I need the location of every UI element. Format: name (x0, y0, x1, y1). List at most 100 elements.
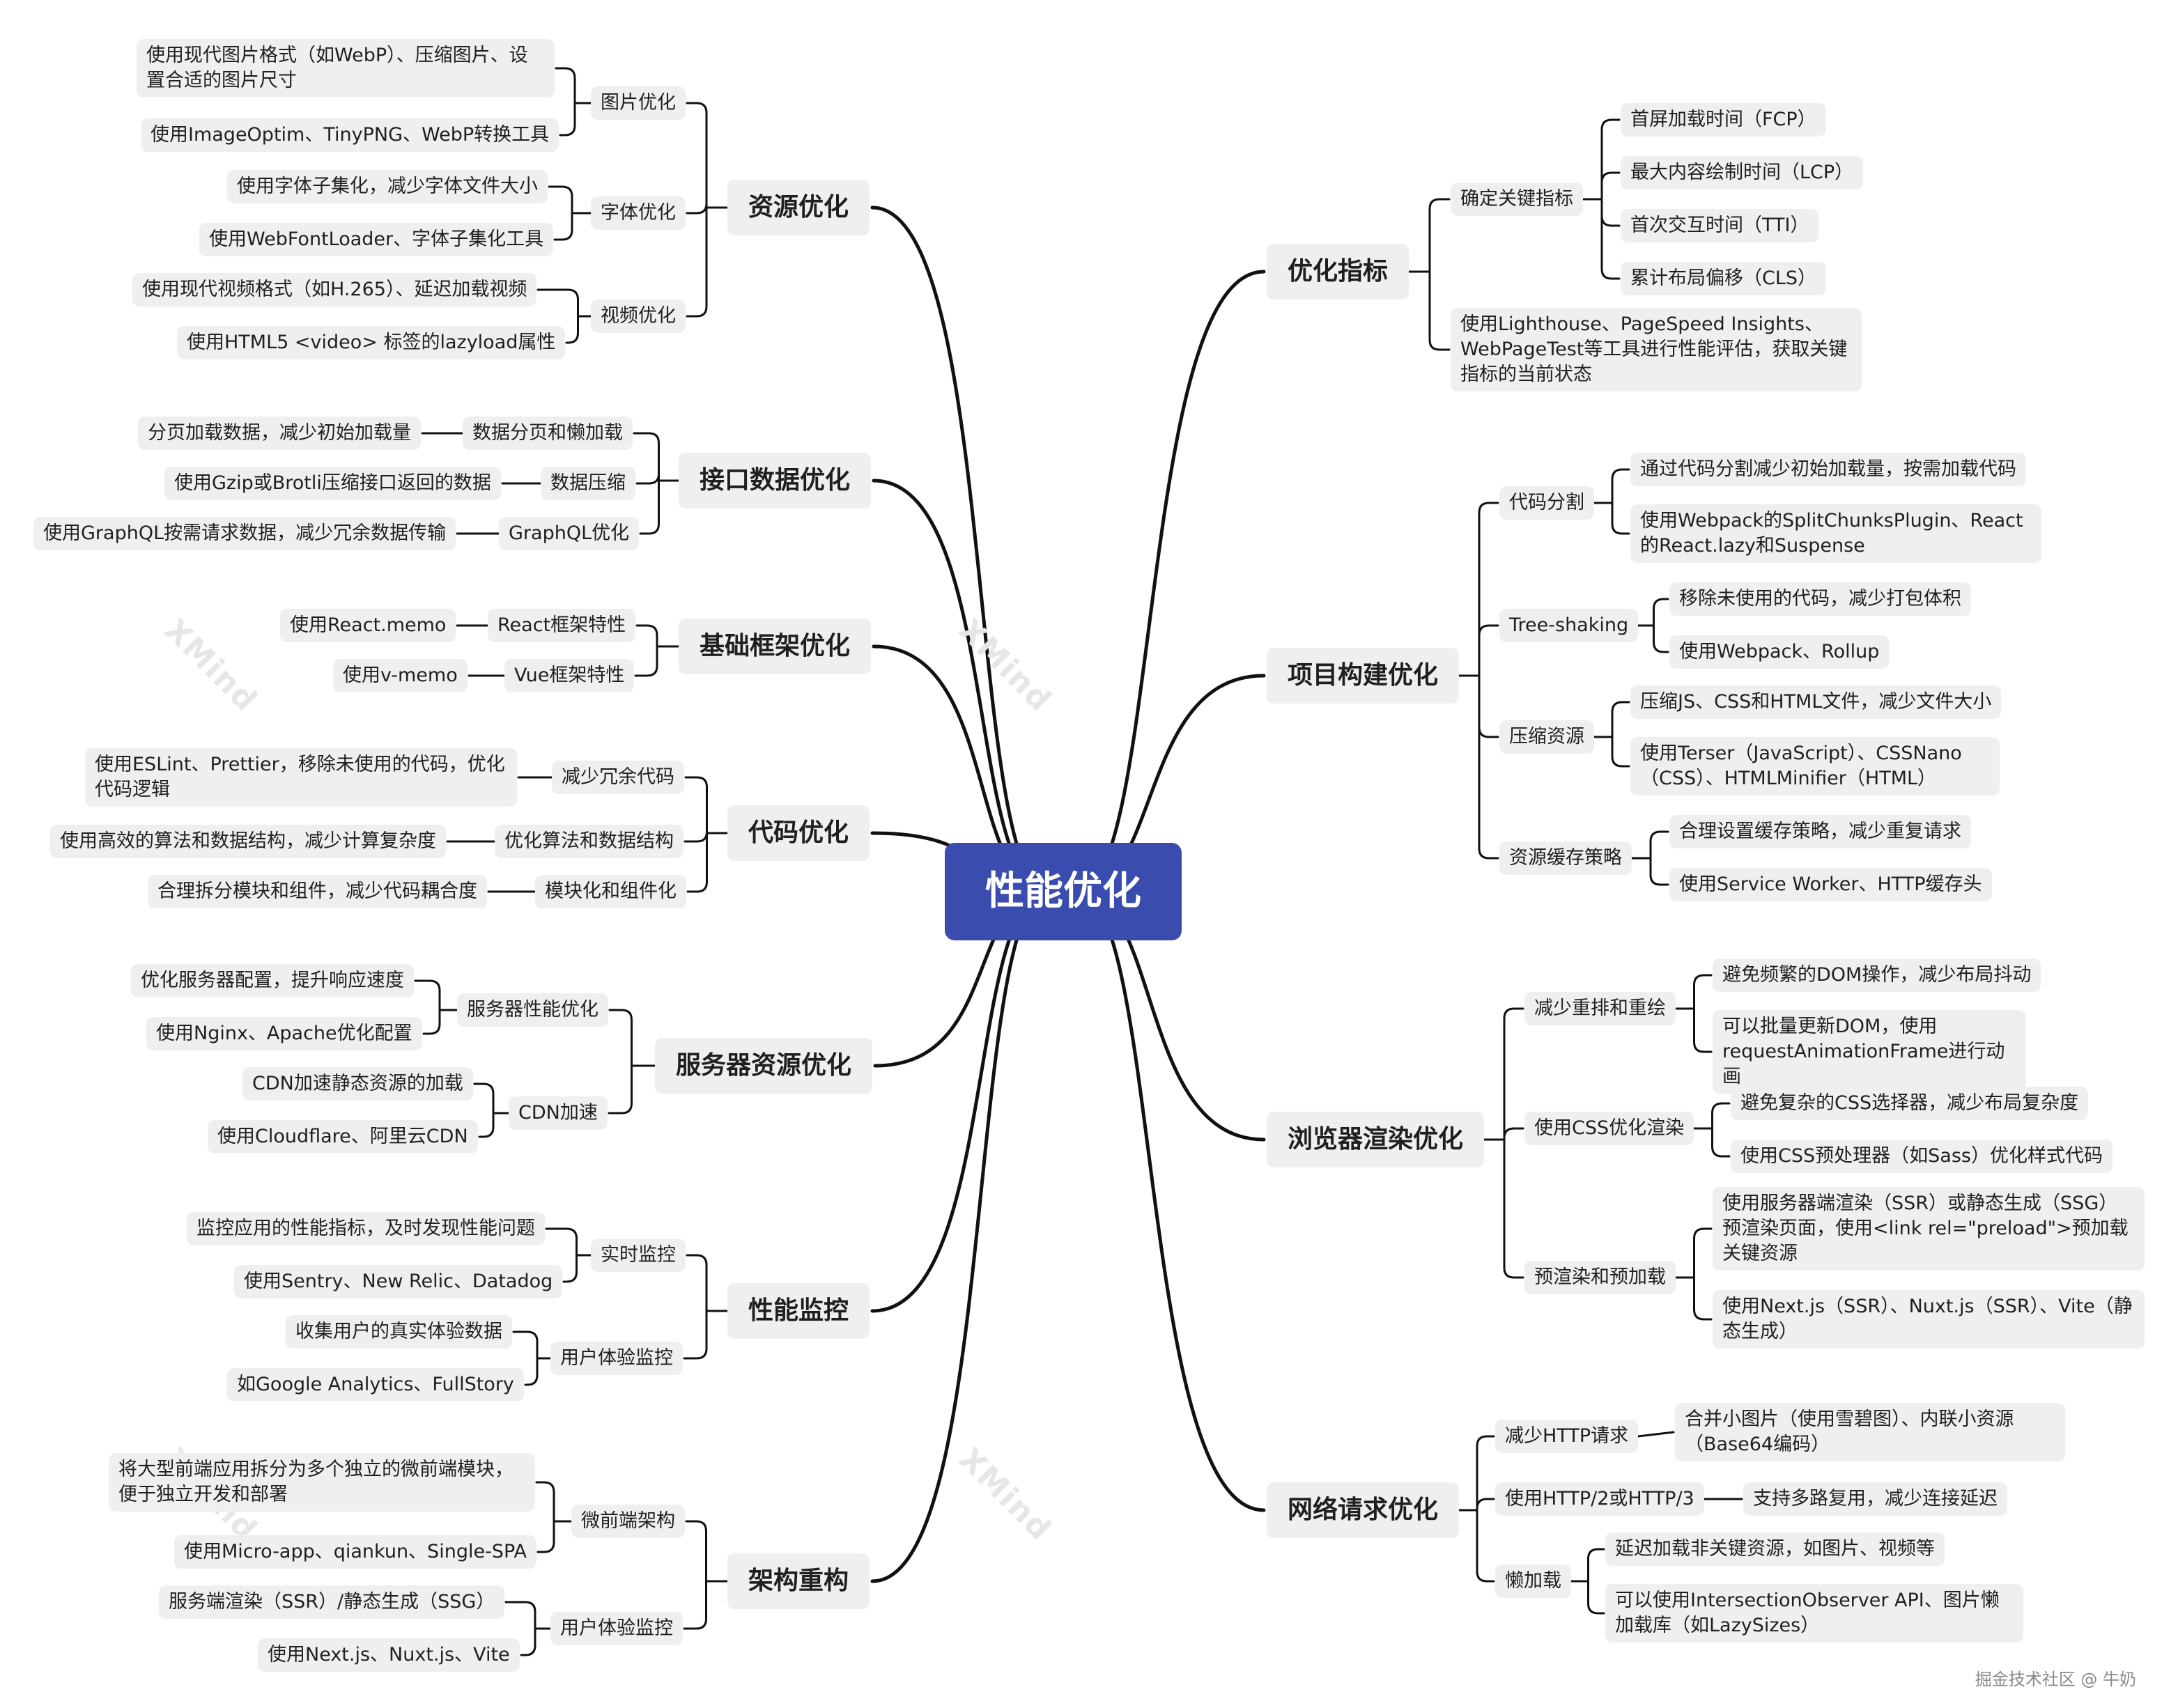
leaf-topic[interactable]: 使用Micro-app、qiankun、Single-SPA (174, 1535, 536, 1569)
connector-line (686, 203, 708, 215)
sub-topic[interactable]: 字体优化 (591, 196, 686, 230)
leaf-topic[interactable]: 使用字体子集化，减少字体文件大小 (227, 170, 548, 203)
sub-topic[interactable]: Vue框架特性 (504, 659, 635, 692)
connector-line (1693, 974, 1713, 1010)
leaf-topic[interactable]: 使用Next.js（SSR）、Nuxt.js（SSR）、Vite（静态生成） (1713, 1290, 2145, 1349)
leaf-topic[interactable]: 将大型前端应用拆分为多个独立的微前端模块，便于独立开发和部署 (109, 1453, 535, 1512)
leaf-topic[interactable]: 可以批量更新DOM，使用requestAnimationFrame进行动画 (1713, 1010, 2026, 1094)
leaf-topic[interactable]: 使用HTML5 <video> 标签的lazyload属性 (177, 326, 566, 359)
leaf-topic[interactable]: 避免频繁的DOM操作，减少布局抖动 (1713, 958, 2041, 992)
leaf-topic[interactable]: 使用ImageOptim、TinyPNG、WebP转换工具 (141, 118, 559, 152)
leaf-topic[interactable]: 合理拆分模块和组件，减少代码耦合度 (148, 875, 487, 908)
sub-topic[interactable]: 使用Lighthouse、PageSpeed Insights、WebPageT… (1451, 308, 1862, 391)
leaf-topic[interactable]: 避免复杂的CSS选择器，减少布局复杂度 (1731, 1087, 2089, 1120)
watermark: XMind (952, 1441, 1059, 1548)
sub-topic[interactable]: 优化算法和数据结构 (495, 825, 683, 858)
branch-architecture-refactor[interactable]: 架构重构 (727, 1553, 870, 1609)
sub-topic[interactable]: 减少重排和重绘 (1524, 992, 1676, 1025)
leaf-topic[interactable]: 优化服务器配置，提升响应速度 (131, 964, 414, 997)
leaf-topic[interactable]: 使用CSS预处理器（如Sass）优化样式代码 (1731, 1140, 2113, 1173)
leaf-topic[interactable]: 使用现代图片格式（如WebP）、压缩图片、设置合适的图片尺寸 (137, 39, 555, 98)
sub-topic[interactable]: React框架特性 (488, 609, 636, 642)
connector-line (1478, 502, 1499, 677)
sub-topic[interactable]: 数据压缩 (541, 467, 635, 500)
leaf-topic[interactable]: 延迟加载非关键资源，如图片、视频等 (1605, 1532, 1945, 1566)
branch-rendering-optimization[interactable]: 浏览器渲染优化 (1267, 1112, 1485, 1167)
sub-topic[interactable]: 资源缓存策略 (1499, 841, 1632, 875)
leaf-topic[interactable]: 使用v-memo (333, 659, 468, 692)
branch-server-optimization[interactable]: 服务器资源优化 (655, 1038, 873, 1094)
sub-topic[interactable]: 微前端架构 (571, 1505, 685, 1538)
sub-topic[interactable]: 减少冗余代码 (552, 761, 684, 794)
leaf-topic[interactable]: 首次交互时间（TTI） (1621, 209, 1819, 242)
leaf-topic[interactable]: 使用Sentry、New Relic、Datadog (234, 1265, 563, 1298)
leaf-topic[interactable]: 服务端渲染（SSR）/静态生成（SSG） (159, 1585, 505, 1619)
sub-topic[interactable]: CDN加速 (509, 1096, 608, 1130)
leaf-topic[interactable]: 移除未使用的代码，减少打包体积 (1669, 582, 1971, 616)
leaf-topic[interactable]: 使用Cloudflare、阿里云CDN (208, 1120, 478, 1154)
sub-topic[interactable]: 图片优化 (591, 86, 686, 120)
connector-line (536, 288, 579, 318)
connector-line (535, 1481, 555, 1523)
connector-line (683, 1310, 708, 1360)
leaf-topic[interactable]: 使用ESLint、Prettier，移除未使用的代码，优化代码逻辑 (85, 748, 517, 807)
sub-topic[interactable]: 确定关键指标 (1451, 183, 1583, 216)
sub-topic[interactable]: 懒加载 (1495, 1565, 1571, 1598)
sub-topic[interactable]: GraphQL优化 (499, 517, 640, 550)
leaf-topic[interactable]: CDN加速静态资源的加载 (242, 1067, 473, 1101)
leaf-topic[interactable]: 支持多路复用，减少连接延迟 (1743, 1482, 2007, 1516)
sub-topic[interactable]: 用户体验监控 (550, 1612, 683, 1645)
central-topic[interactable]: 性能优化 (945, 843, 1182, 940)
connector-line (1476, 1435, 1495, 1512)
leaf-topic[interactable]: 合理设置缓存策略，减少重复请求 (1669, 815, 1971, 848)
leaf-topic[interactable]: 使用高效的算法和数据结构，减少计算复杂度 (50, 825, 446, 858)
leaf-topic[interactable]: 使用Webpack、Rollup (1669, 635, 1890, 669)
leaf-topic[interactable]: 使用Nginx、Apache优化配置 (146, 1017, 422, 1050)
leaf-topic[interactable]: 最大内容绘制时间（LCP） (1621, 156, 1864, 189)
branch-api-data-optimization[interactable]: 接口数据优化 (679, 453, 872, 508)
leaf-topic[interactable]: 监控应用的性能指标，及时发现性能问题 (187, 1212, 545, 1245)
leaf-topic[interactable]: 通过代码分割减少初始加载量，按需加载代码 (1630, 453, 2026, 486)
sub-topic[interactable]: 预渲染和预加载 (1524, 1261, 1676, 1294)
sub-topic[interactable]: 使用CSS优化渲染 (1524, 1112, 1694, 1145)
leaf-topic[interactable]: 使用服务器端渲染（SSR）或静态生成（SSG）预渲染页面，使用<link rel… (1713, 1187, 2145, 1271)
leaf-topic[interactable]: 压缩JS、CSS和HTML文件，减少文件大小 (1630, 685, 2002, 719)
branch-code-optimization[interactable]: 代码优化 (727, 805, 870, 861)
watermark: XMind (157, 612, 265, 720)
leaf-topic[interactable]: 使用Terser（JavaScript）、CSSNano（CSS）、HTMLMi… (1630, 737, 2000, 795)
leaf-topic[interactable]: 首屏加载时间（FCP） (1621, 103, 1826, 137)
leaf-topic[interactable]: 分页加载数据，减少初始加载量 (138, 417, 421, 450)
leaf-topic[interactable]: 合并小图片（使用雪碧图）、内联小资源（Base64编码） (1675, 1403, 2065, 1461)
sub-topic[interactable]: 用户体验监控 (550, 1342, 683, 1375)
connector-line (1611, 736, 1630, 768)
leaf-topic[interactable]: 使用Gzip或Brotli压缩接口返回的数据 (164, 467, 501, 500)
sub-topic[interactable]: 服务器性能优化 (457, 993, 608, 1027)
leaf-topic[interactable]: 累计布局偏移（CLS） (1621, 262, 1827, 295)
sub-topic[interactable]: 代码分割 (1499, 486, 1594, 520)
leaf-topic[interactable]: 使用Next.js、Nuxt.js、Vite (258, 1638, 520, 1672)
branch-network-optimization[interactable]: 网络请求优化 (1267, 1482, 1460, 1538)
leaf-topic[interactable]: 使用Webpack的SplitChunksPlugin、React的React.… (1630, 504, 2041, 563)
sub-topic[interactable]: 实时监控 (591, 1239, 686, 1272)
leaf-topic[interactable]: 如Google Analytics、FullStory (227, 1368, 524, 1402)
sub-topic[interactable]: 视频优化 (591, 300, 686, 333)
branch-build-optimization[interactable]: 项目构建优化 (1267, 648, 1460, 704)
leaf-topic[interactable]: 可以使用IntersectionObserver API、图片懒加载库（如Laz… (1605, 1584, 2023, 1643)
leaf-topic[interactable]: 使用Service Worker、HTTP缓存头 (1669, 868, 1992, 901)
sub-topic[interactable]: Tree-shaking (1499, 609, 1639, 642)
leaf-topic[interactable]: 收集用户的真实体验数据 (286, 1315, 512, 1349)
leaf-topic[interactable]: 使用WebFontLoader、字体子集化工具 (199, 223, 554, 256)
leaf-topic[interactable]: 使用GraphQL按需请求数据，减少冗余数据传输 (33, 517, 456, 550)
sub-topic[interactable]: 使用HTTP/2或HTTP/3 (1495, 1482, 1704, 1516)
branch-framework-optimization[interactable]: 基础框架优化 (679, 619, 872, 674)
sub-topic[interactable]: 减少HTTP请求 (1495, 1420, 1639, 1453)
branch-resource-optimization[interactable]: 资源优化 (727, 180, 870, 235)
leaf-topic[interactable]: 使用现代视频格式（如H.265）、延迟加载视频 (132, 273, 537, 306)
leaf-topic[interactable]: 使用React.memo (280, 609, 456, 642)
sub-topic[interactable]: 压缩资源 (1499, 720, 1594, 754)
sub-topic[interactable]: 数据分页和懒加载 (463, 417, 633, 450)
sub-topic[interactable]: 模块化和组件化 (535, 875, 686, 908)
branch-metrics[interactable]: 优化指标 (1267, 244, 1409, 300)
connector-line (1653, 598, 1669, 627)
branch-performance-monitoring[interactable]: 性能监控 (727, 1283, 870, 1339)
